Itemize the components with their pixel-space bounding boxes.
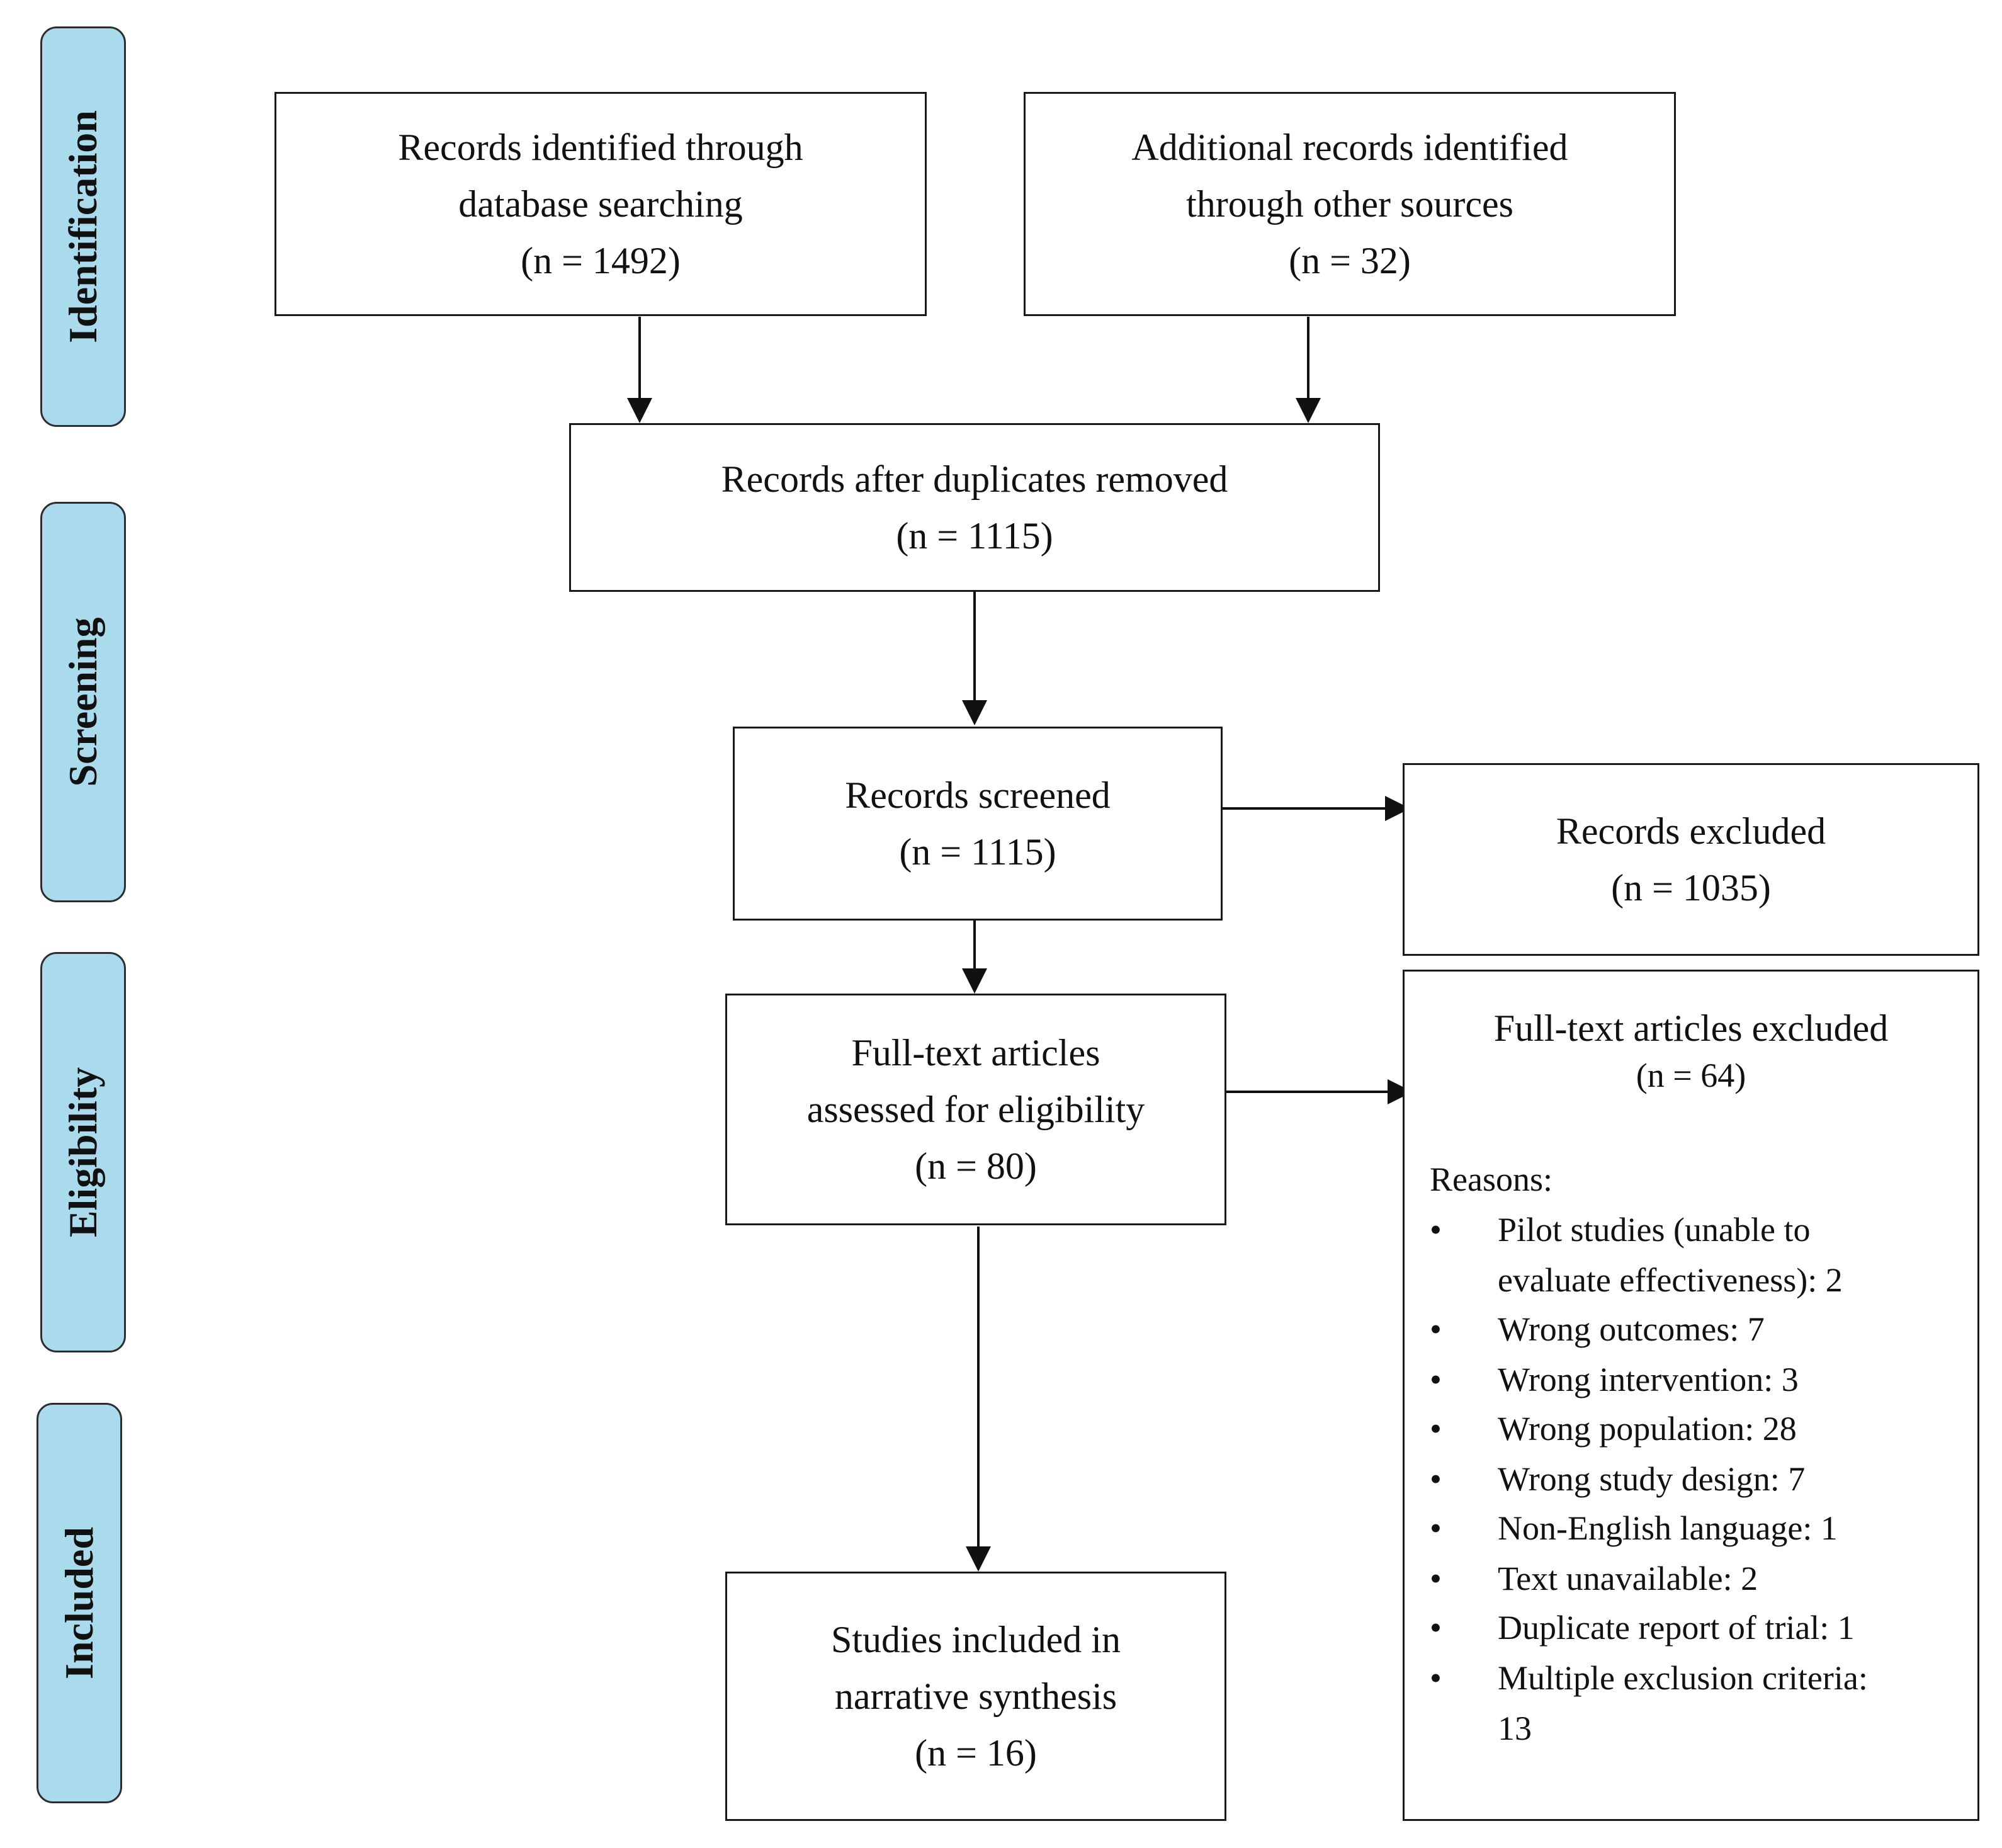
box-full-text-excluded: Full-text articles excluded (n = 64) Rea… xyxy=(1403,970,1979,1821)
reason-text: Text unavailable: 2 xyxy=(1498,1560,1758,1597)
reason-text-cont: 13 xyxy=(1498,1709,1532,1747)
bullet: • xyxy=(1430,1659,1442,1697)
reason-text: Wrong population: 28 xyxy=(1498,1410,1797,1448)
bullet: • xyxy=(1430,1460,1442,1498)
other-sources-count: (n = 32) xyxy=(1289,240,1411,281)
other-sources-line2: through other sources xyxy=(1186,183,1513,225)
other-sources-line1: Additional records identified xyxy=(1131,127,1568,168)
reason-text: Multiple exclusion criteria: xyxy=(1498,1659,1868,1697)
bullet: • xyxy=(1430,1361,1442,1398)
duplicates-line1: Records after duplicates removed xyxy=(721,458,1228,500)
bullet: • xyxy=(1430,1609,1442,1647)
screened-count: (n = 1115) xyxy=(899,831,1056,873)
full-text-count: (n = 80) xyxy=(915,1145,1037,1187)
reason-text: Duplicate report of trial: 1 xyxy=(1498,1609,1855,1647)
box-database-searching: Records identified through database sear… xyxy=(274,92,927,316)
database-line2: database searching xyxy=(458,183,743,225)
box-studies-included: Studies included in narrative synthesis … xyxy=(725,1572,1226,1821)
reasons-title: Reasons: xyxy=(1430,1160,1552,1198)
bullet: • xyxy=(1430,1509,1442,1547)
reason-text: Non-English language: 1 xyxy=(1498,1509,1838,1547)
full-text-excluded-title: Full-text articles excluded xyxy=(1493,1007,1889,1049)
box-records-screened: Records screened (n = 1115) xyxy=(733,727,1223,921)
bullet: • xyxy=(1430,1310,1442,1348)
reason-text: Wrong study design: 7 xyxy=(1498,1460,1806,1498)
phase-included: Included xyxy=(37,1403,122,1803)
bullet: • xyxy=(1430,1410,1442,1448)
database-count: (n = 1492) xyxy=(521,240,681,281)
box-duplicates-removed: Records after duplicates removed (n = 11… xyxy=(569,423,1380,592)
database-line1: Records identified through xyxy=(398,127,803,168)
reason-text: Wrong outcomes: 7 xyxy=(1498,1310,1765,1348)
duplicates-count: (n = 1115) xyxy=(896,515,1053,557)
full-text-line2: assessed for eligibility xyxy=(806,1089,1145,1130)
included-count: (n = 16) xyxy=(915,1732,1037,1774)
records-excluded-count: (n = 1035) xyxy=(1611,867,1771,909)
included-line1: Studies included in xyxy=(831,1619,1121,1660)
reason-text-cont: evaluate effectiveness): 2 xyxy=(1498,1261,1843,1299)
full-text-line1: Full-text articles xyxy=(851,1032,1100,1074)
phase-eligibility: Eligibility xyxy=(40,952,126,1352)
phase-screening: Screening xyxy=(40,502,126,902)
reason-text: Wrong intervention: 3 xyxy=(1498,1361,1799,1398)
box-full-text-assessed: Full-text articles assessed for eligibil… xyxy=(725,994,1226,1225)
reason-text: Pilot studies (unable to xyxy=(1498,1211,1811,1249)
bullet: • xyxy=(1430,1211,1442,1249)
full-text-excluded-count: (n = 64) xyxy=(1636,1057,1746,1094)
phase-identification: Identification xyxy=(40,26,126,427)
box-records-excluded: Records excluded (n = 1035) xyxy=(1403,763,1979,956)
included-line2: narrative synthesis xyxy=(834,1675,1117,1717)
screened-line1: Records screened xyxy=(845,774,1111,816)
bullet: • xyxy=(1430,1560,1442,1597)
box-other-sources: Additional records identified through ot… xyxy=(1024,92,1676,316)
records-excluded-line1: Records excluded xyxy=(1556,810,1826,852)
